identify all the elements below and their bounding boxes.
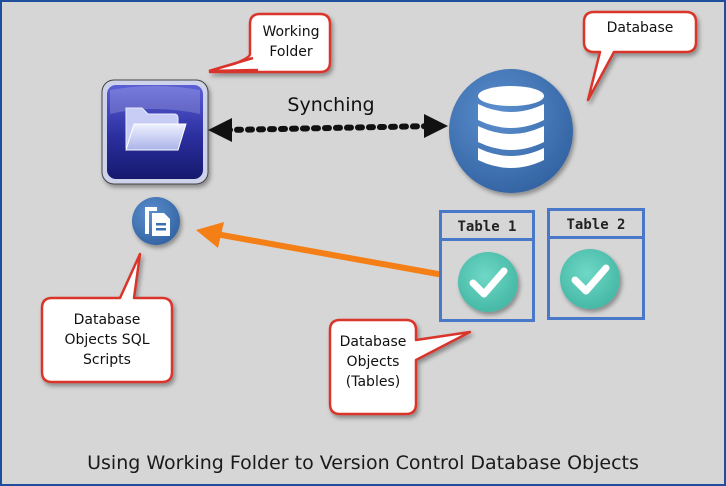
callout-sql-scripts-text: Database Objects SQL Scripts: [64, 312, 150, 368]
synching-arrow: [208, 114, 448, 142]
folder-icon: [101, 79, 209, 185]
callout-database: [582, 10, 698, 102]
database-icon: [449, 69, 573, 193]
checkmark-icon: [458, 252, 518, 312]
callout-working-folder-text: Working Folder: [262, 24, 320, 60]
table-2-box: Table 2: [547, 208, 645, 320]
orange-arrow: [196, 222, 441, 277]
callout-db-objects-text: Database Objects (Tables): [339, 334, 407, 390]
callout-database-text: Database: [606, 20, 674, 36]
checkmark-icon: [560, 249, 620, 309]
table-1-header: Table 1: [442, 213, 532, 241]
callout-db-objects: [328, 318, 472, 416]
callout-working-folder: [208, 12, 332, 74]
callout-sql-scripts: [40, 252, 174, 384]
synching-label: Synching: [287, 94, 375, 116]
table-2-header: Table 2: [550, 211, 642, 239]
diagram-caption: Using Working Folder to Version Control …: [87, 452, 639, 474]
document-copy-icon: [132, 197, 180, 245]
table-1-box: Table 1: [439, 210, 535, 322]
